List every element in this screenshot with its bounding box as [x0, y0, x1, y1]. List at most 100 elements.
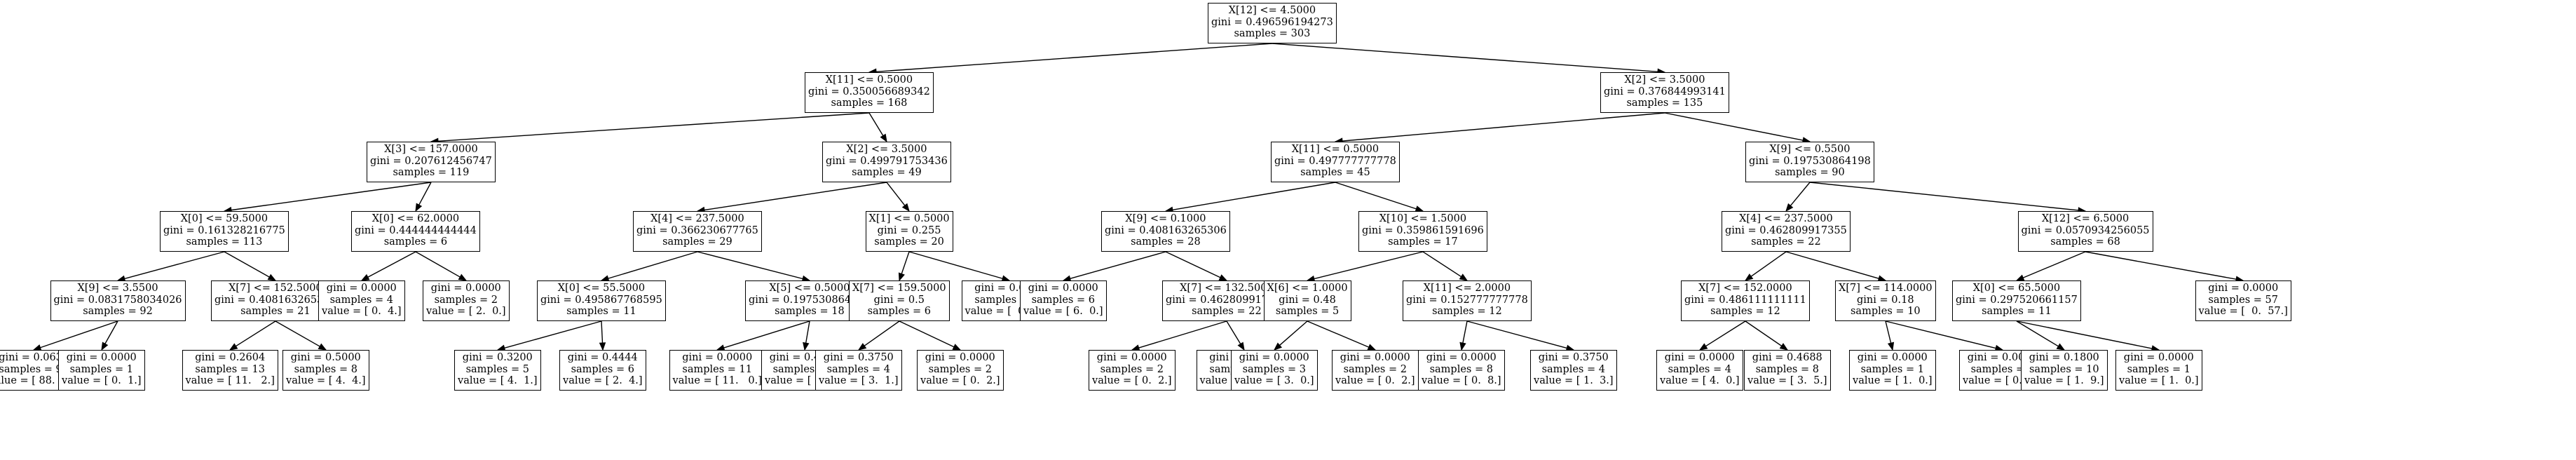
node-split-rule: X[5] <= 0.5000 — [769, 283, 850, 294]
node-split-rule: X[9] <= 3.5500 — [77, 283, 158, 294]
node-line: gini = 0.0000 — [66, 352, 137, 363]
node-line: samples = 6 — [383, 236, 448, 248]
tree-edge — [231, 182, 432, 211]
arrowhead-icon — [901, 203, 910, 212]
tree-edge — [1750, 251, 1787, 277]
tree-edge — [868, 112, 884, 136]
node-line: gini = 0.4688 — [1752, 352, 1822, 363]
node-line: samples = 22 — [1751, 236, 1821, 248]
node-line: samples = 303 — [1234, 28, 1311, 39]
node-line: gini = 0.408163265306 — [1105, 224, 1227, 236]
node-line: samples = 6 — [867, 306, 931, 317]
arrowhead-icon — [1459, 273, 1468, 281]
node-line: samples = 1 — [69, 363, 133, 375]
arrowhead-icon — [1785, 203, 1794, 212]
node-line: gini = 0.0000 — [2208, 283, 2279, 294]
node-line: gini = 0.18 — [1857, 294, 1914, 306]
tree-edge — [415, 251, 461, 278]
tree-edge — [367, 251, 416, 278]
node-line: gini = 0.0000 — [1426, 352, 1497, 363]
node-line: gini = 0.496596194273 — [1211, 16, 1333, 28]
node-line: samples = 92 — [83, 306, 153, 317]
tree-edge — [2022, 251, 2086, 278]
node-split-rule: X[2] <= 3.5000 — [846, 144, 927, 155]
node-line: samples = 8 — [1755, 363, 1819, 375]
arrowhead-icon — [229, 343, 238, 351]
node-line: gini = 0.0000 — [2123, 352, 2194, 363]
node-line: gini = 0.359861591696 — [1362, 224, 1484, 236]
node-line: gini = 0.207612456747 — [370, 155, 492, 167]
node-split-rule: X[7] <= 159.5000 — [852, 283, 946, 294]
node-line: gini = 0.1800 — [2029, 352, 2099, 363]
node-line: samples = 11 — [1982, 306, 2052, 317]
node-split-rule: X[7] <= 114.0000 — [1839, 283, 1933, 294]
tree-edge — [908, 251, 1003, 279]
node-line: samples = 2 — [1100, 363, 1164, 375]
arrowhead-icon — [267, 273, 277, 281]
node-split-rule: X[9] <= 0.1000 — [1125, 213, 1206, 224]
tree-edge — [1335, 182, 1417, 210]
tree-edge — [418, 182, 432, 205]
node-line: value = [ 0. 4.] — [322, 306, 402, 317]
tree-edge — [1070, 251, 1166, 279]
arrowhead-icon — [599, 342, 606, 351]
node-line: samples = 29 — [662, 236, 732, 248]
node-line: value = [ 4. 1.] — [458, 375, 538, 386]
node-line: value = [ 0. 1.] — [62, 375, 142, 386]
node-split-rule: X[1] <= 0.5000 — [868, 213, 950, 224]
arrowhead-icon — [101, 341, 109, 351]
node-line: samples = 18 — [775, 306, 845, 317]
arrowhead-icon — [1218, 274, 1228, 281]
node-line: samples = 2 — [1343, 363, 1407, 375]
tree-edge — [875, 43, 1273, 72]
node-line: samples = 11 — [682, 363, 752, 375]
arrowhead-icon — [880, 133, 887, 143]
node-line: samples = 28 — [1131, 236, 1201, 248]
node-line: samples = 1 — [1860, 363, 1924, 375]
node-split-rule: X[0] <= 55.5000 — [557, 283, 646, 294]
node-line: gini = 0.376844993141 — [1604, 86, 1726, 97]
node-line: samples = 68 — [2050, 236, 2120, 248]
node-line: gini = 0.161328216775 — [163, 224, 285, 236]
node-line: gini = 0.0570934256055 — [2021, 224, 2150, 236]
arrowhead-icon — [898, 272, 905, 282]
tree-edge — [437, 112, 870, 142]
node-line: gini = 0.3200 — [462, 352, 533, 363]
node-line: samples = 57 — [2208, 294, 2278, 306]
node-line: samples = 21 — [240, 306, 311, 317]
tree-edge — [2016, 320, 2153, 349]
node-line: samples = 2 — [928, 363, 992, 375]
tree-edge — [901, 251, 910, 274]
node-line: value = [ 11. 0.] — [672, 375, 762, 386]
arrowhead-icon — [952, 344, 962, 351]
tree-edge — [601, 320, 604, 344]
node-split-rule: X[4] <= 237.5000 — [650, 213, 744, 224]
tree-edge — [2085, 251, 2237, 280]
tree-edge — [899, 320, 955, 348]
node-line: value = [ 0. 8.] — [1422, 375, 1501, 386]
node-line: gini = 0.197530864198 — [1749, 155, 1871, 167]
node-line: gini = 0.255 — [877, 224, 941, 236]
node-line: gini = 0.5000 — [290, 352, 361, 363]
tree-edge — [1314, 251, 1424, 280]
node-line: samples = 135 — [1626, 97, 1703, 109]
